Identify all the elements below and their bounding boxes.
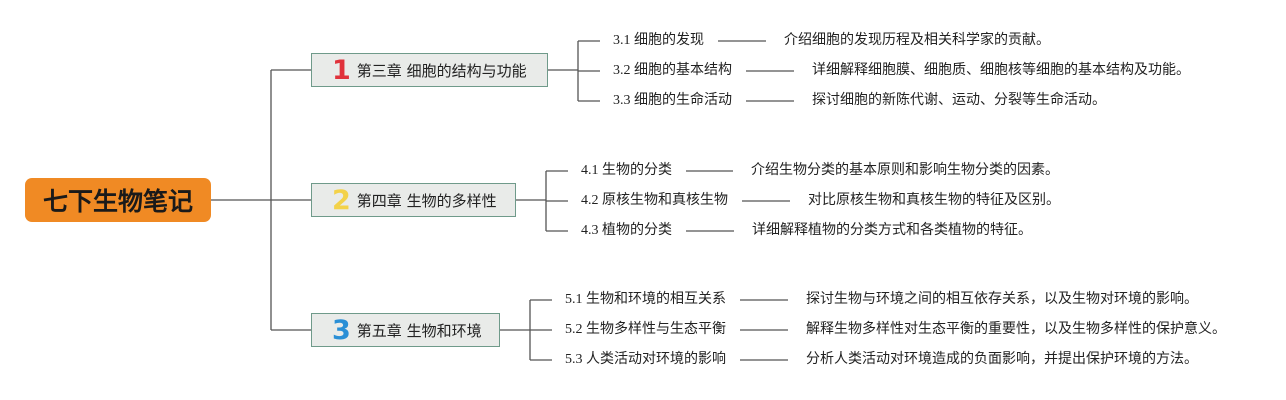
chapter-title: 第四章 生物的多样性 [356, 191, 497, 210]
section-description[interactable]: 探讨细胞的新陈代谢、运动、分裂等生命活动。 [812, 93, 1106, 108]
section-description[interactable]: 介绍细胞的发现历程及相关科学家的贡献。 [784, 33, 1050, 48]
section-description[interactable]: 详细解释植物的分类方式和各类植物的特征。 [752, 223, 1032, 238]
chapter-number-badge: 3 [332, 314, 351, 346]
section-node-3-2[interactable]: 3.2 细胞的基本结构 [613, 63, 732, 78]
section-description[interactable]: 对比原核生物和真核生物的特征及区别。 [808, 193, 1060, 208]
section-description[interactable]: 解释生物多样性对生态平衡的重要性，以及生物多样性的保护意义。 [806, 322, 1226, 337]
section-node-4-1[interactable]: 4.1 生物的分类 [581, 163, 672, 178]
section-description[interactable]: 分析人类活动对环境造成的负面影响，并提出保护环境的方法。 [806, 352, 1198, 367]
section-node-3-1[interactable]: 3.1 细胞的发现 [613, 33, 704, 48]
chapter-node-4[interactable]: 2 第四章 生物的多样性 [311, 183, 516, 217]
section-node-5-3[interactable]: 5.3 人类活动对环境的影响 [565, 352, 726, 367]
chapter-number-badge: 2 [332, 184, 351, 216]
section-node-3-3[interactable]: 3.3 细胞的生命活动 [613, 93, 732, 108]
section-description[interactable]: 详细解释细胞膜、细胞质、细胞核等细胞的基本结构及功能。 [812, 63, 1190, 78]
section-node-4-3[interactable]: 4.3 植物的分类 [581, 223, 672, 238]
chapter-number-badge: 1 [332, 54, 351, 86]
section-node-5-1[interactable]: 5.1 生物和环境的相互关系 [565, 292, 726, 307]
section-description[interactable]: 介绍生物分类的基本原则和影响生物分类的因素。 [751, 163, 1059, 178]
root-node[interactable]: 七下生物笔记 [25, 178, 211, 222]
chapter-node-3[interactable]: 1 第三章 细胞的结构与功能 [311, 53, 548, 87]
chapter-title: 第三章 细胞的结构与功能 [356, 61, 527, 80]
section-node-5-2[interactable]: 5.2 生物多样性与生态平衡 [565, 322, 726, 337]
section-description[interactable]: 探讨生物与环境之间的相互依存关系，以及生物对环境的影响。 [806, 292, 1198, 307]
chapter-node-5[interactable]: 3 第五章 生物和环境 [311, 313, 500, 347]
section-node-4-2[interactable]: 4.2 原核生物和真核生物 [581, 193, 728, 208]
chapter-title: 第五章 生物和环境 [356, 321, 482, 340]
root-title: 七下生物笔记 [42, 187, 193, 216]
